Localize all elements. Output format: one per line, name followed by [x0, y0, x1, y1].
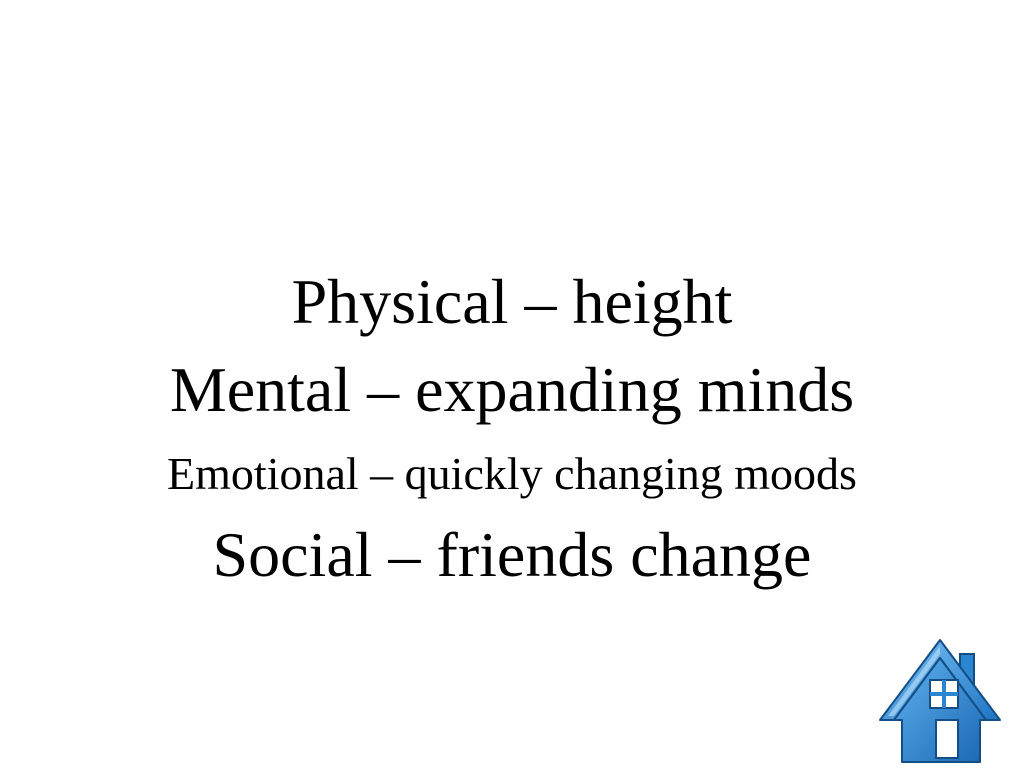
- line-mental: Mental – expanding minds: [169, 354, 855, 425]
- home-button[interactable]: [876, 636, 1004, 764]
- slide-body: Physical – height Mental – expanding min…: [0, 262, 1024, 605]
- line-physical: Physical – height: [291, 266, 733, 337]
- line-social: Social – friends change: [212, 519, 812, 590]
- house-icon: [879, 639, 1001, 763]
- line-emotional: Emotional – quickly changing moods: [167, 448, 857, 499]
